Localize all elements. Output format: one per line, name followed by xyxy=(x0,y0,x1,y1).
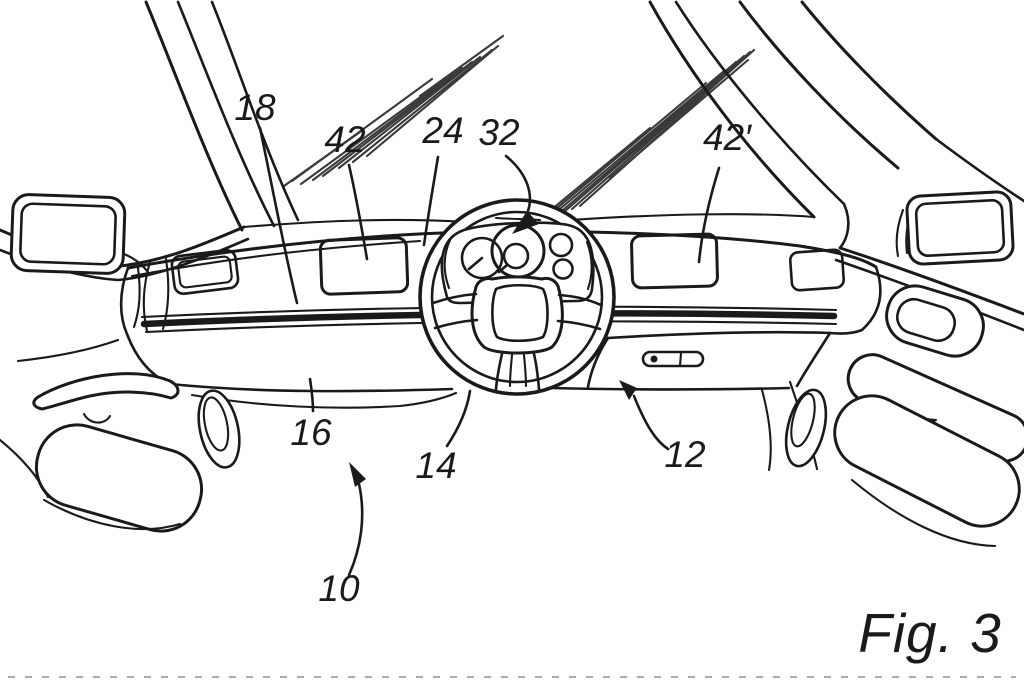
arrowhead-10 xyxy=(349,462,366,487)
windshield-hatch-right xyxy=(534,48,756,228)
windshield-hatch-left xyxy=(282,34,505,188)
ref-label-24: 24 xyxy=(421,110,463,151)
ref-label-10: 10 xyxy=(318,568,360,609)
right-a-pillar xyxy=(648,0,1024,250)
left-side-mirror xyxy=(9,193,151,276)
right-door-panel xyxy=(760,284,1024,548)
leader-line-42 xyxy=(347,163,369,261)
left-air-vent xyxy=(170,248,240,296)
gauge-right-indicators xyxy=(548,232,574,280)
right-display xyxy=(630,232,719,290)
leader-line-18 xyxy=(258,126,299,305)
reference-labels: 18 42 24 32 42′ 16 14 12 10 xyxy=(234,87,752,609)
arrowhead-32 xyxy=(512,211,539,234)
arrowhead-12 xyxy=(619,380,637,400)
right-air-vent xyxy=(788,248,846,292)
ref-label-16: 16 xyxy=(290,412,332,453)
leader-line-10 xyxy=(347,482,364,577)
leader-line-42-prime xyxy=(697,166,721,264)
leader-line-12 xyxy=(632,394,670,451)
leader-line-14 xyxy=(445,389,472,448)
left-door-pull xyxy=(197,389,241,469)
ref-label-18: 18 xyxy=(234,87,276,128)
right-door-pull xyxy=(784,388,828,468)
right-armrest xyxy=(833,353,1024,548)
left-a-pillar xyxy=(144,0,300,232)
ref-label-12: 12 xyxy=(664,434,706,475)
gauge-left xyxy=(460,236,504,280)
left-door-panel xyxy=(0,372,241,533)
ref-label-32: 32 xyxy=(478,112,520,153)
figure-caption: Fig. 3 xyxy=(858,602,1002,664)
right-side-mirror xyxy=(895,190,1015,266)
glovebox-handle xyxy=(641,350,705,368)
steering-hub xyxy=(470,275,564,355)
airbag-cover xyxy=(491,283,549,343)
windshield-lower-edge xyxy=(242,213,816,229)
ref-label-42-prime: 42′ xyxy=(703,117,752,158)
ref-label-42: 42 xyxy=(324,119,366,160)
glovebox xyxy=(586,330,832,389)
cowl-line-through-rim xyxy=(494,216,542,222)
leader-line-24 xyxy=(422,155,440,247)
right-door-handle xyxy=(885,284,985,358)
steering-wheel xyxy=(418,198,616,396)
steering-spokes xyxy=(431,292,603,391)
leader-line-32 xyxy=(504,154,532,213)
left-armrest xyxy=(34,423,204,533)
leader-line-16 xyxy=(308,377,315,413)
left-door-handle xyxy=(32,372,180,424)
ref-label-14: 14 xyxy=(415,445,456,486)
